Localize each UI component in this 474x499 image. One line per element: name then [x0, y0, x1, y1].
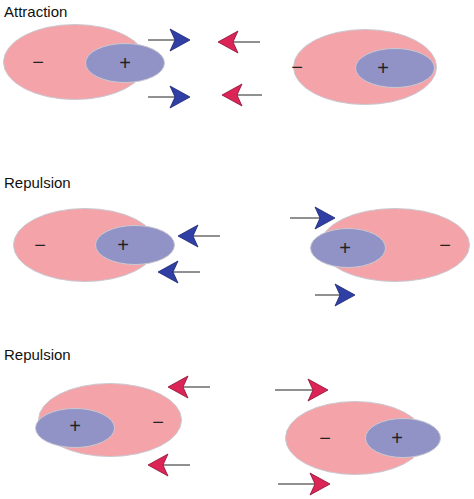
positive-nucleus: + [355, 48, 435, 88]
charge-sign: − [32, 52, 44, 72]
positive-nucleus: + [95, 225, 175, 265]
row-heading: Repulsion [4, 174, 71, 192]
charge-sign: + [117, 235, 129, 255]
positive-nucleus: + [365, 418, 441, 458]
charge-sign: + [69, 416, 81, 436]
charge-sign: + [391, 428, 403, 448]
row-heading: Repulsion [4, 346, 71, 364]
charge-sign: − [439, 235, 451, 255]
charge-sign: + [119, 53, 131, 73]
ellipse-outline [365, 418, 441, 458]
positive-nucleus: + [85, 43, 165, 83]
charge-sign: + [377, 58, 389, 78]
positive-nucleus: + [35, 408, 115, 448]
charge-sign: − [34, 235, 46, 255]
ellipse-outline [355, 48, 435, 88]
row-heading: Attraction [4, 3, 67, 21]
positive-nucleus: + [310, 228, 386, 268]
charge-sign: + [339, 238, 351, 258]
charge-sign: − [291, 57, 303, 77]
ellipse-outline [95, 225, 175, 265]
charge-sign: − [152, 412, 164, 432]
charge-sign: − [319, 428, 331, 448]
